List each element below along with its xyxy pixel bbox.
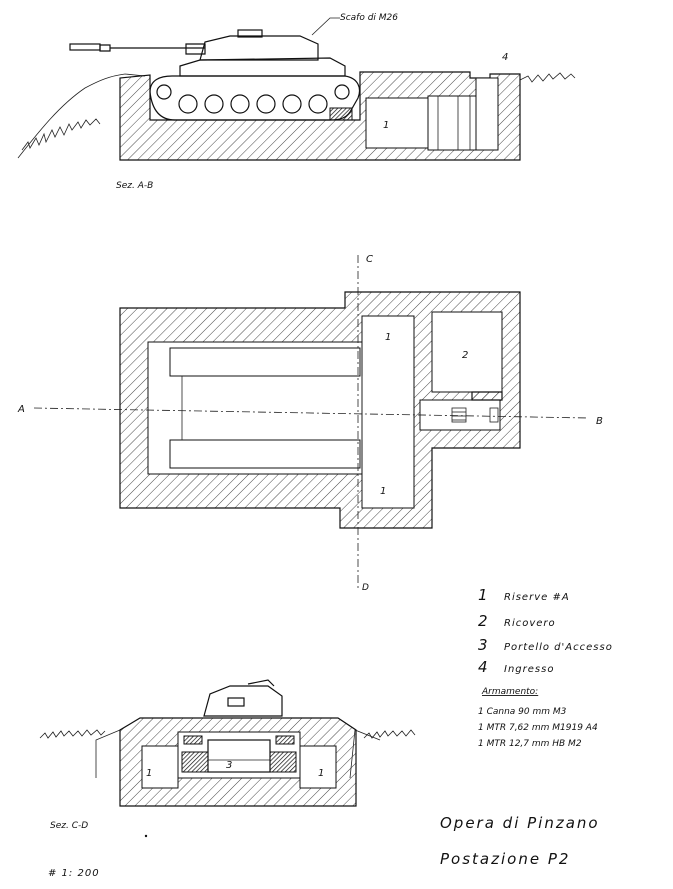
- legend-num-2: 2: [478, 612, 490, 630]
- side-chamber-right: [299, 745, 337, 789]
- grass-left: [21, 118, 101, 151]
- legend-text-4: Ingresso: [504, 664, 554, 675]
- shelter-room: [431, 311, 503, 393]
- room-label-2: 2: [462, 350, 469, 361]
- title-block: Opera di Pinzano Postazione P2 # 1: 200: [48, 814, 600, 879]
- legend-text-3: Portello d'Accesso: [504, 642, 613, 653]
- chamber-label-1: 1: [383, 120, 390, 131]
- section-c-d: 1 3 1 Sez. C-D: [39, 679, 416, 838]
- terrain-right: [519, 72, 576, 83]
- entrance-label-4: 4: [502, 52, 509, 63]
- terrain-left: [17, 73, 146, 159]
- axis-label-b: B: [596, 416, 604, 427]
- axis-label-c: C: [366, 254, 374, 265]
- armament-3: 1 MTR 12,7 mm HB M2: [478, 739, 582, 749]
- armament-2: 1 MTR 7,62 mm M1919 A4: [478, 723, 598, 733]
- axis-ab: [33, 407, 589, 419]
- grass-right-cd: [363, 729, 416, 739]
- armament-title: Armamento:: [481, 687, 538, 697]
- work-title: Opera di Pinzano: [440, 814, 600, 832]
- access-passage: [419, 399, 501, 431]
- chamber-label-left: 1: [146, 768, 153, 779]
- chamber-label-center: 3: [226, 760, 233, 771]
- tank-label: Scafo di M26: [340, 13, 398, 23]
- position-title: Postazione P2: [440, 850, 570, 868]
- grass-left-cd: [39, 729, 106, 739]
- armament-1: 1 Canna 90 mm M3: [478, 707, 567, 717]
- section-a-b: Scafo di M26 1 4 Sez. A-B: [17, 13, 576, 191]
- axis-label-a: A: [17, 404, 26, 415]
- plan-view: A B C D 1 1 2: [17, 254, 604, 593]
- entrance-shaft: [475, 77, 499, 151]
- legend: 1 Riserve #A 2 Ricovero 3 Portello d'Acc…: [478, 586, 613, 749]
- reserve-chamber: [365, 97, 429, 149]
- tank-m26: [69, 29, 361, 121]
- legend-num-4: 4: [478, 658, 490, 676]
- section-ab-label: Sez. A-B: [116, 181, 153, 191]
- side-chamber-left: [141, 745, 179, 789]
- cross-chamber: [361, 315, 415, 509]
- turret-cd: [203, 679, 283, 717]
- room-label-1-bottom: 1: [380, 486, 387, 497]
- legend-num-1: 1: [478, 586, 490, 604]
- axis-label-d: D: [362, 583, 369, 593]
- room-label-1-top: 1: [385, 332, 392, 343]
- scale-label: # 1: 200: [48, 868, 100, 879]
- legend-num-3: 3: [478, 636, 490, 654]
- chamber-label-right: 1: [318, 768, 325, 779]
- section-cd-label: Sez. C-D: [50, 821, 88, 831]
- legend-text-1: Riserve #A: [504, 592, 570, 603]
- legend-text-2: Ricovero: [504, 618, 556, 629]
